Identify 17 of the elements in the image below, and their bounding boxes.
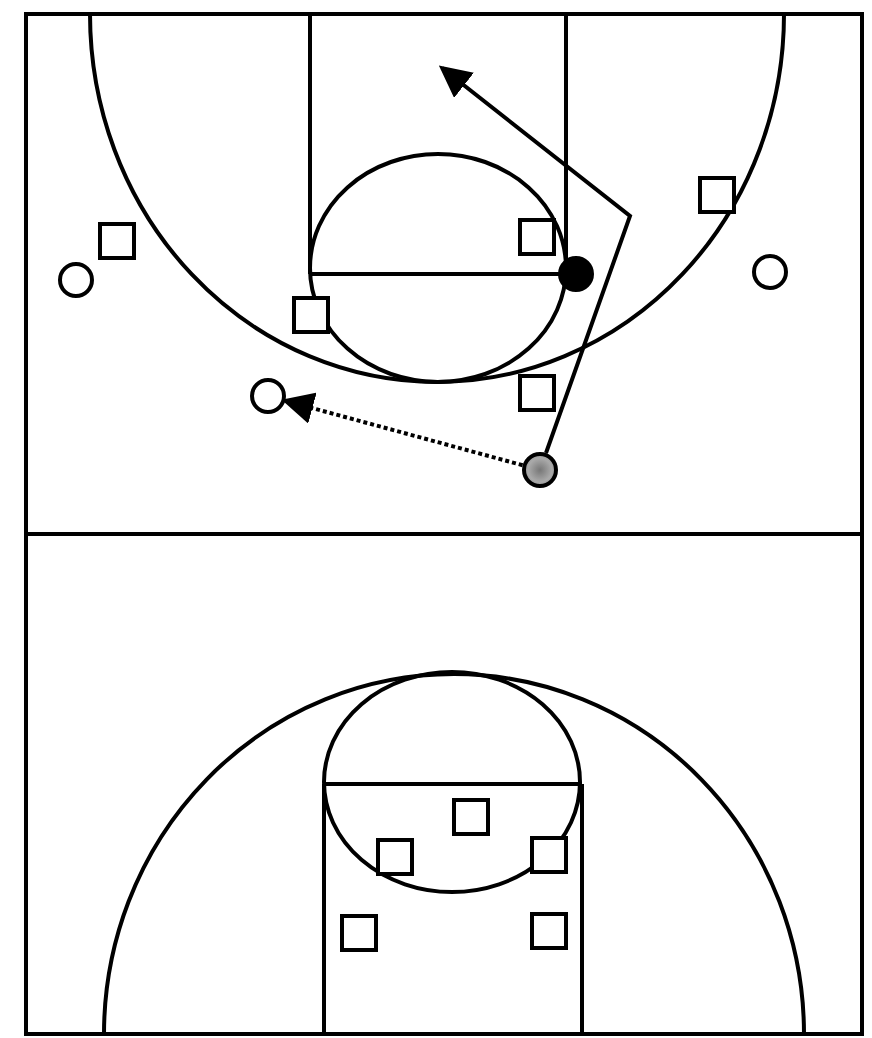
player-square (529, 911, 567, 949)
player-square (451, 797, 489, 835)
player-square (339, 913, 377, 951)
player-square (291, 295, 329, 333)
player-circle (522, 452, 558, 488)
player-square (529, 835, 567, 873)
player-circle (558, 256, 594, 292)
player-circle (752, 254, 788, 290)
player-circle (250, 378, 286, 414)
player-square (697, 175, 735, 213)
player-square (517, 217, 555, 255)
cut-arrow (438, 65, 633, 454)
player-circle (58, 262, 94, 298)
player-square (517, 373, 555, 411)
pass-arrow (281, 392, 524, 468)
player-square (375, 837, 413, 875)
player-square (97, 221, 135, 259)
